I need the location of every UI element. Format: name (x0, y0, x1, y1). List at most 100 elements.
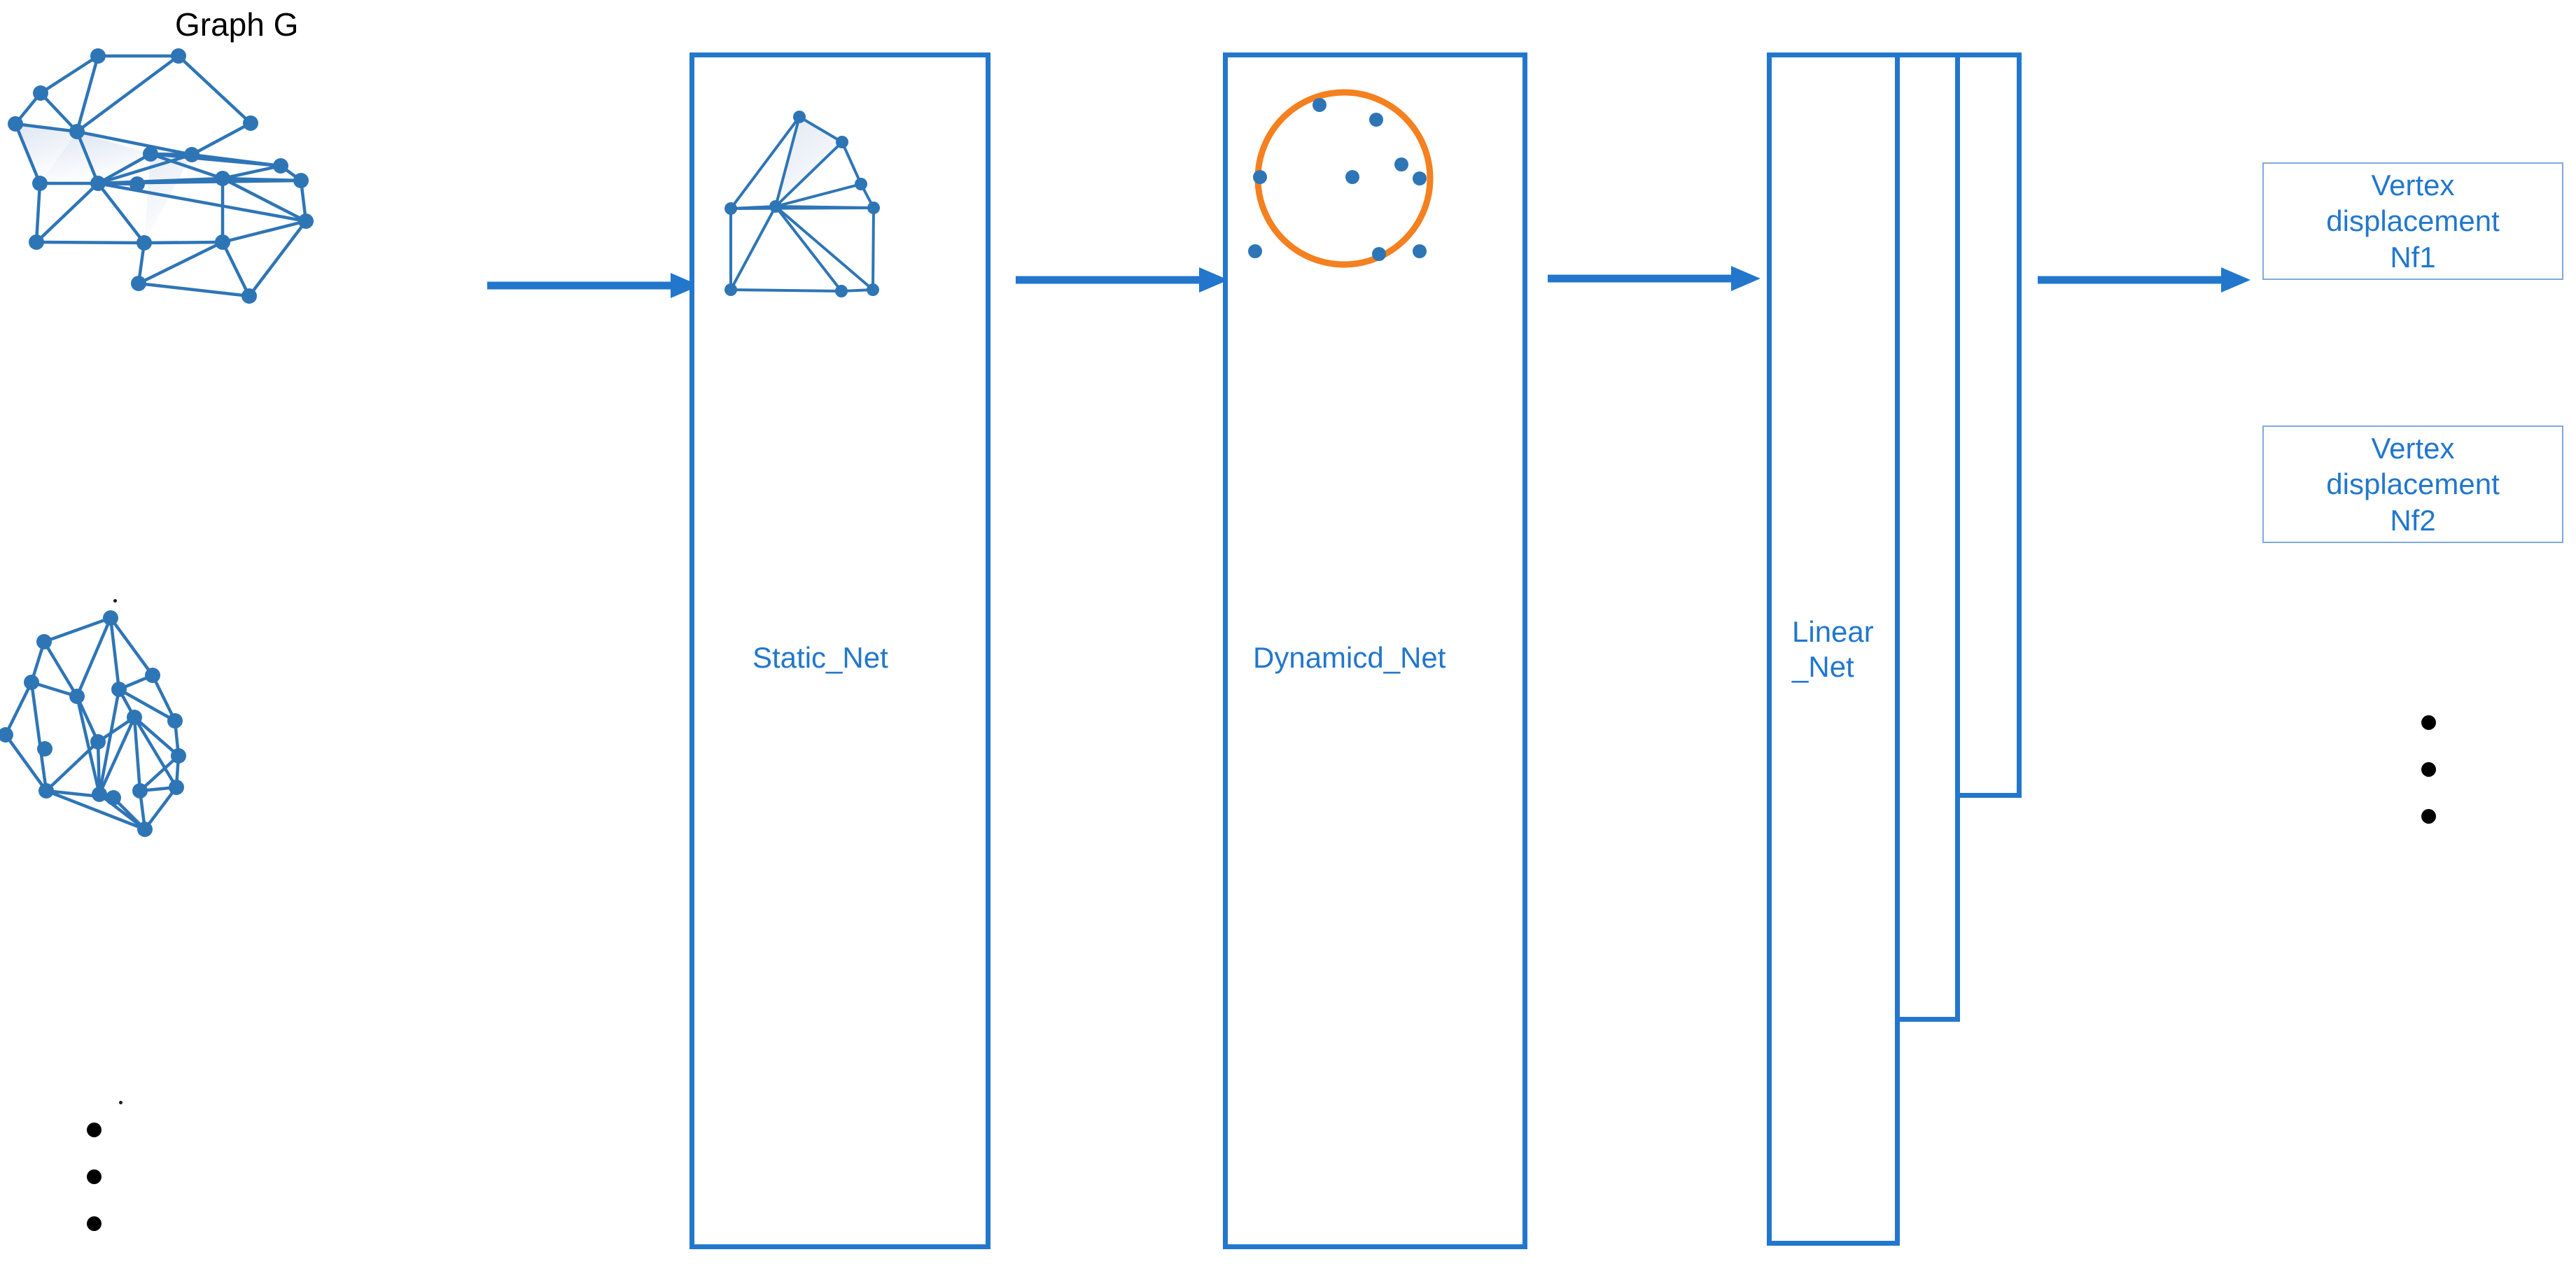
output-box-nf1[interactable]: Vertex displacement Nf1 (2262, 162, 2563, 280)
graph-edge (34, 240, 146, 245)
module-static-net[interactable] (690, 52, 990, 1249)
graph-node (293, 173, 309, 188)
point-node (1413, 171, 1427, 185)
point-node (1372, 247, 1386, 261)
ellipsis-dot (2421, 762, 2436, 777)
graph-node (215, 171, 230, 186)
page-title: Graph G (175, 6, 299, 43)
graph-edge (13, 122, 42, 185)
dynamicd-net-pointcloud-svg (1248, 89, 1434, 268)
graph-edge (220, 176, 303, 183)
module-linear-net-layer-1[interactable] (1767, 52, 1900, 1246)
graph-node (33, 85, 48, 101)
graph-edge (729, 288, 843, 293)
graph-edge (729, 205, 777, 291)
graph-node (273, 158, 288, 174)
graph-edge (774, 183, 862, 208)
graph-node (867, 202, 880, 214)
point-node (1413, 244, 1427, 258)
graph-edge (220, 176, 308, 223)
input-graph-1 (0, 28, 329, 336)
graph-edge (97, 687, 121, 796)
point-node (1248, 244, 1262, 258)
graph-node (32, 176, 48, 191)
graph-node (103, 610, 118, 626)
ellipsis-dot (87, 1169, 102, 1184)
graph-node (867, 283, 879, 296)
module-linear-net-label: Linear _Net (1792, 615, 1874, 683)
graph-node (90, 48, 106, 64)
graph-edge (132, 715, 181, 758)
graph-edge (4, 680, 34, 737)
graph-edge (220, 240, 251, 298)
input-graph-2-svg (0, 610, 186, 837)
graph-edge (34, 181, 42, 244)
output-box-nf2[interactable]: Vertex displacement Nf2 (2262, 425, 2563, 543)
arrow-static-to-dynamic (1011, 259, 1236, 301)
graph-edge (132, 715, 178, 789)
graph-node (769, 200, 782, 213)
graph-edge (44, 789, 147, 831)
module-linear-net-layer-2[interactable] (1890, 52, 1960, 1022)
neighborhood-circle (1254, 89, 1434, 268)
graph-edge (44, 740, 100, 793)
module-linear-net-layer-3[interactable] (1955, 52, 2022, 798)
graph-node (132, 783, 148, 799)
graph-node (835, 285, 848, 297)
graph-edge (97, 715, 136, 796)
graph-edge (42, 616, 113, 644)
graph-node (215, 234, 230, 250)
graph-edge (142, 240, 225, 245)
graph-node (106, 790, 121, 806)
point-node (1345, 170, 1359, 184)
graph-edge (96, 181, 308, 223)
graph-edge (136, 281, 251, 298)
graph-edge (774, 141, 844, 208)
graph-edge (29, 680, 48, 793)
graph-edge (75, 694, 102, 796)
graph-edge (75, 694, 100, 744)
module-dynamicd-net-label: Dynamicd_Net (1253, 641, 1446, 674)
graph-node (137, 822, 153, 837)
graph-node (243, 115, 258, 131)
graph-edge (774, 205, 874, 291)
graph-edge (75, 129, 194, 157)
graph-node (171, 748, 186, 764)
graph-edge (148, 152, 225, 181)
graph-node (8, 116, 23, 132)
ellipsis-dot (2421, 715, 2436, 730)
speck-upper (113, 599, 117, 603)
graph-node (130, 176, 145, 192)
ellipsis-dot (87, 1123, 102, 1137)
graph-edge (75, 54, 181, 134)
graph-node (69, 689, 85, 704)
graph-edge (108, 616, 121, 691)
graph-node (793, 111, 806, 123)
static-net-graph (714, 73, 903, 318)
point-node (1369, 113, 1383, 127)
graph-edge (96, 153, 194, 185)
graph-node (855, 178, 867, 190)
graph-node (92, 787, 107, 802)
arrow-input-to-static (483, 265, 707, 307)
graph-edge (96, 176, 225, 185)
graph-edge (13, 122, 79, 134)
graph-node (69, 124, 85, 139)
graph-edge (38, 91, 79, 134)
graph-edge (4, 733, 48, 793)
graph-node (836, 136, 848, 148)
graph-node (298, 213, 314, 229)
graph-edge (108, 616, 155, 677)
graph-edge (29, 680, 79, 698)
speck-lower (119, 1101, 122, 1104)
ellipsis-dot (2421, 809, 2436, 824)
graph-node (38, 783, 54, 799)
graph-edge (176, 54, 253, 125)
graph-edge (841, 141, 862, 185)
graph-edge (872, 206, 875, 291)
point-node (1253, 170, 1267, 184)
ellipsis-dot (87, 1216, 102, 1231)
graph-edge (729, 206, 875, 210)
input-graph-1-svg (8, 48, 314, 304)
